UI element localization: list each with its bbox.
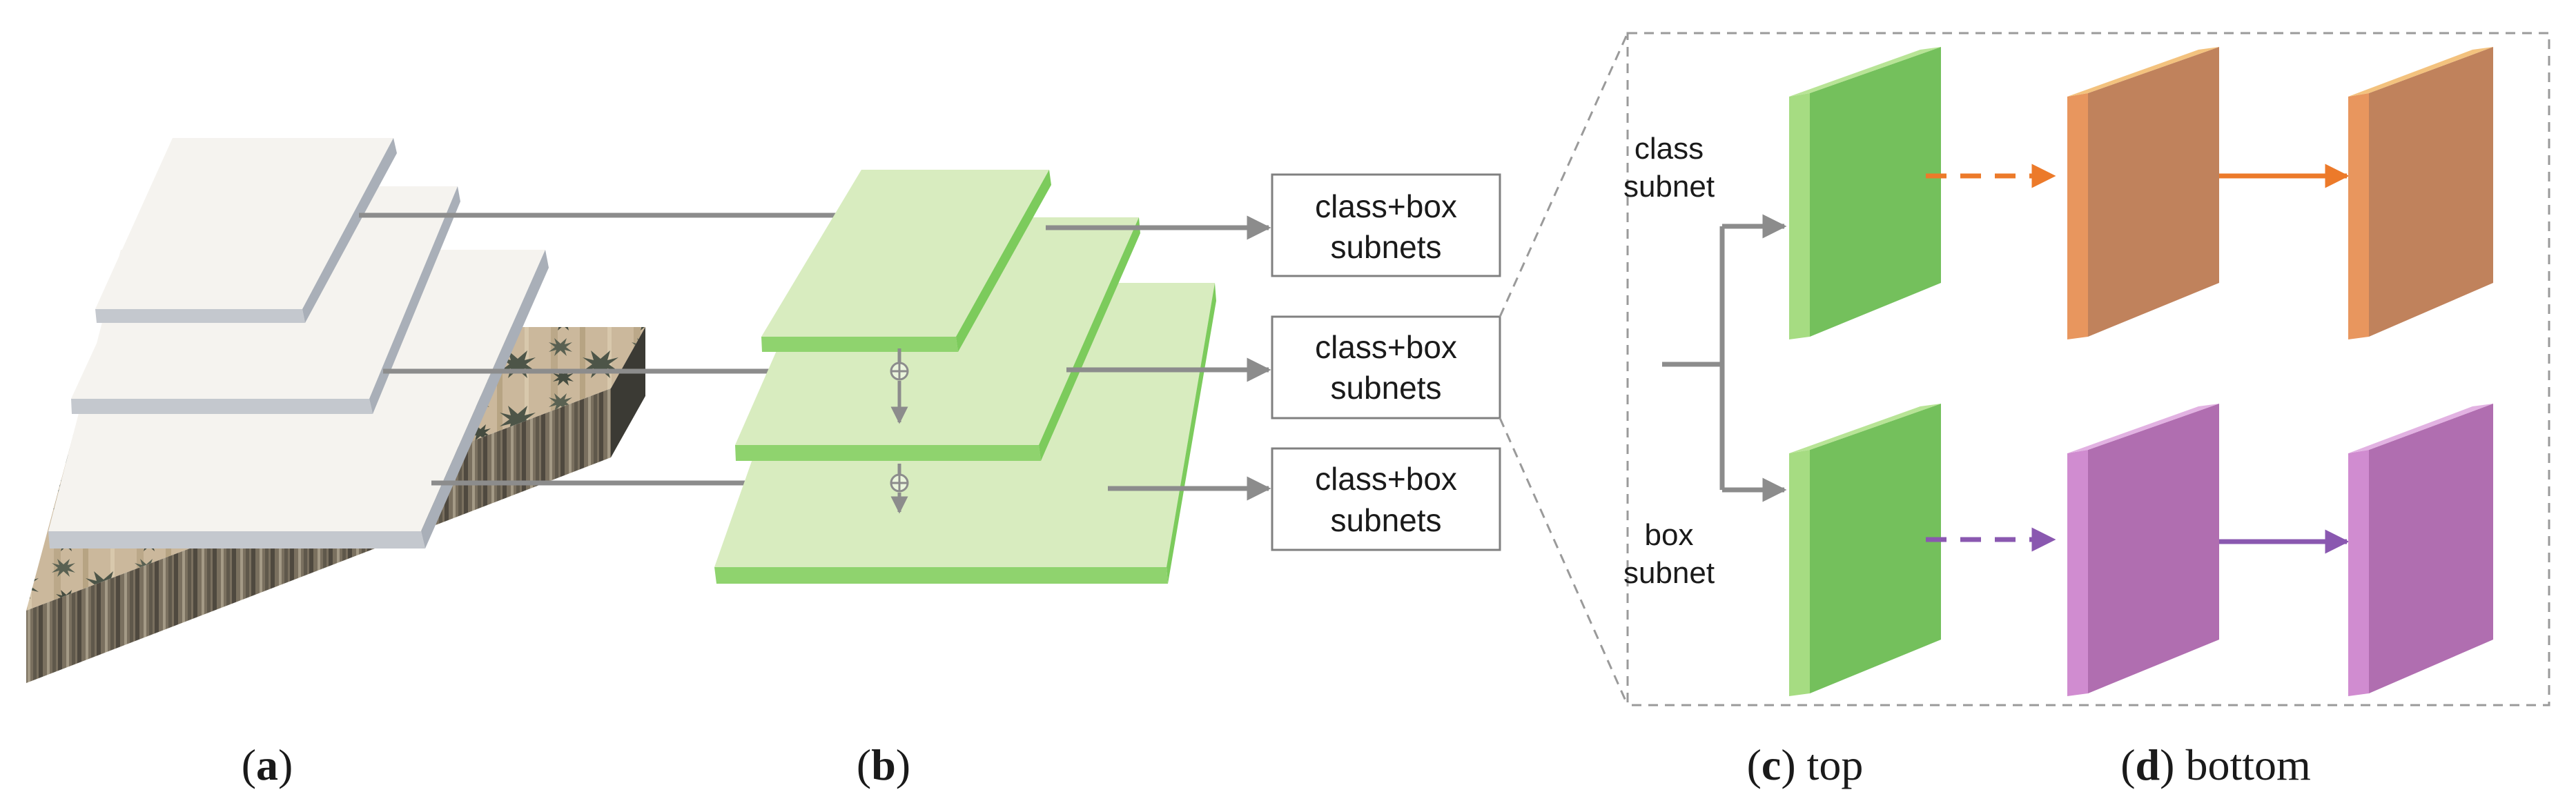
sum-node-bottom bbox=[890, 473, 909, 493]
branch-connector bbox=[1662, 214, 1787, 502]
box-subnet-output-plate bbox=[2348, 404, 2493, 696]
fpn-output-arrows bbox=[1046, 215, 1271, 501]
caption-d: (d) bottom bbox=[2120, 740, 2311, 789]
subnet-box-2: class+box subnets bbox=[1271, 315, 1501, 419]
caption-a: (a) bbox=[242, 740, 293, 789]
class-subnet-input-plate bbox=[1789, 47, 1941, 339]
fpn-level-top bbox=[761, 170, 1051, 352]
box-subnet-label-line1: box bbox=[1645, 518, 1694, 552]
subnet-box-1: class+box subnets bbox=[1271, 173, 1501, 277]
panel-a-backbone bbox=[26, 138, 645, 683]
caption-b: (b) bbox=[857, 740, 910, 789]
backbone-level-small bbox=[95, 138, 397, 323]
subnet-box-2-line2: subnets bbox=[1330, 370, 1441, 406]
panel-b-feature-pyramid bbox=[714, 170, 1271, 584]
class-subnet-mid-plate bbox=[2067, 47, 2219, 339]
zoom-guide-lines bbox=[1499, 32, 1629, 706]
subnet-box-3-line1: class+box bbox=[1315, 461, 1457, 497]
caption-c: (c) top bbox=[1747, 740, 1864, 789]
sum-node-middle bbox=[890, 362, 909, 381]
box-subnet-mid-plate bbox=[2067, 404, 2219, 696]
class-subnet-output-plate bbox=[2348, 47, 2493, 339]
subnet-box-3-line2: subnets bbox=[1330, 502, 1441, 538]
class-subnet-label-line1: class bbox=[1635, 132, 1704, 166]
subnet-box-3: class+box subnets bbox=[1271, 447, 1501, 551]
subnet-box-1-line1: class+box bbox=[1315, 188, 1457, 224]
class-subnet-label-line2: subnet bbox=[1623, 170, 1715, 204]
detail-dashed-border bbox=[1626, 32, 2550, 707]
subnet-box-2-line1: class+box bbox=[1315, 329, 1457, 365]
box-subnet-label-line2: subnet bbox=[1623, 556, 1715, 590]
subnet-box-1-line2: subnets bbox=[1330, 229, 1441, 265]
box-subnet-input-plate bbox=[1789, 404, 1941, 696]
